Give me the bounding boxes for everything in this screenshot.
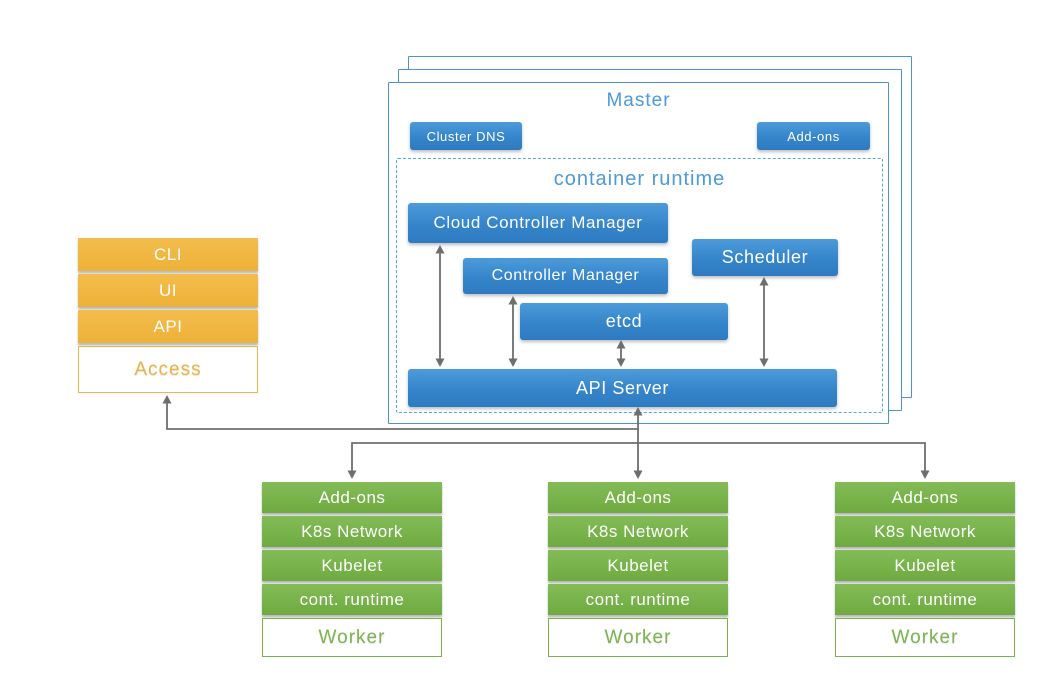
worker2-row-k8s-network: K8s Network xyxy=(548,516,728,547)
master-addons-box: Add-ons xyxy=(757,122,870,150)
access-row-cli: CLI xyxy=(78,238,258,271)
access-row-ui: UI xyxy=(78,274,258,307)
master-title: Master xyxy=(606,90,671,111)
worker1-row-addons: Add-ons xyxy=(262,482,442,513)
access-label-box: Access xyxy=(78,346,258,393)
worker3-row-kubelet: Kubelet xyxy=(835,550,1015,581)
worker2-row-kubelet: Kubelet xyxy=(548,550,728,581)
controller-manager-box: Controller Manager xyxy=(463,258,668,294)
arrow-api-server-worker1 xyxy=(347,442,638,479)
worker2-label-box: Worker xyxy=(548,618,728,657)
worker3-row-k8s-network: K8s Network xyxy=(835,516,1015,547)
arrow-api-server-worker3 xyxy=(638,442,930,479)
api-server-box: API Server xyxy=(408,369,837,407)
worker1-row-cont-runtime: cont. runtime xyxy=(262,584,442,615)
scheduler-box: Scheduler xyxy=(692,239,838,276)
worker1-row-kubelet: Kubelet xyxy=(262,550,442,581)
cluster-dns-box: Cluster DNS xyxy=(410,122,522,150)
worker2-row-addons: Add-ons xyxy=(548,482,728,513)
worker3-row-addons: Add-ons xyxy=(835,482,1015,513)
worker3-label-box: Worker xyxy=(835,618,1015,657)
access-row-api: API xyxy=(78,310,258,343)
worker1-row-k8s-network: K8s Network xyxy=(262,516,442,547)
worker2-row-cont-runtime: cont. runtime xyxy=(548,584,728,615)
container-runtime-title: container runtime xyxy=(553,168,726,190)
cloud-controller-manager-box: Cloud Controller Manager xyxy=(408,203,668,243)
worker3-row-cont-runtime: cont. runtime xyxy=(835,584,1015,615)
etcd-box: etcd xyxy=(520,303,728,340)
worker1-label-box: Worker xyxy=(262,618,442,657)
